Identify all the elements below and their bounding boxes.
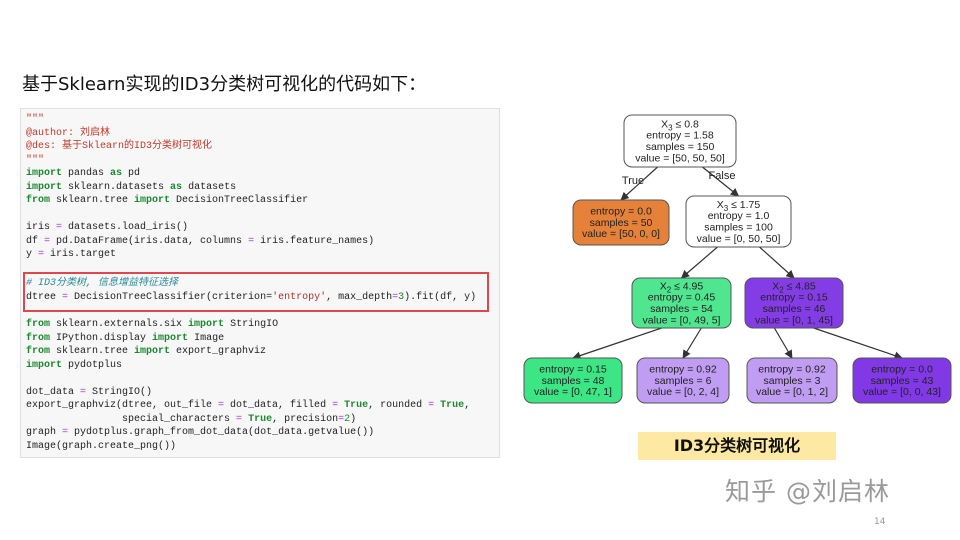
node-stat: samples = 48 xyxy=(542,375,605,387)
tree-edge xyxy=(813,327,903,360)
node-stat: value = [0, 1, 45] xyxy=(755,314,833,326)
watermark: 知乎 @刘启林 xyxy=(725,477,890,506)
code-line: @des: 基于Sklearn的ID3分类树可视化 xyxy=(26,141,213,152)
code-line: from sklearn.tree import export_graphviz xyxy=(26,346,267,357)
code-line: Image(graph.create_png()) xyxy=(26,440,177,452)
node-stat: entropy = 0.45 xyxy=(648,292,716,304)
code-line: df = pd.DataFrame(iris.data, columns = i… xyxy=(26,235,375,247)
tree-edge xyxy=(702,166,740,197)
node-stat: entropy = 1.58 xyxy=(646,130,714,142)
code-line: dtree = DecisionTreeClassifier(criterion… xyxy=(26,291,477,303)
code-block-highlighted: # ID3分类树, 信息增益特征选择 dtree = DecisionTreeCl… xyxy=(26,277,476,304)
code-cell: """ @author: 刘启林 @des: 基于Sklearn的ID3分类树可视化… xyxy=(20,108,500,458)
code-line: dot_data = StringIO() xyxy=(26,386,153,398)
node-stat: value = [0, 0, 43] xyxy=(863,386,941,398)
edge-label-true: True xyxy=(622,175,644,187)
tree-edge xyxy=(759,246,795,279)
code-line: import pandas as pd xyxy=(26,168,141,179)
code-line: """ xyxy=(26,154,45,166)
node-stat: value = [0, 47, 1] xyxy=(534,386,612,398)
code-line: special_characters = True, precision=2) xyxy=(26,413,357,425)
code-line: from IPython.display import Image xyxy=(26,332,225,344)
code-line: export_graphviz(dtree, out_file = dot_da… xyxy=(26,400,471,411)
code-line: from sklearn.tree import DecisionTreeCla… xyxy=(26,195,309,206)
node-stat: value = [50, 50, 50] xyxy=(635,152,725,164)
edge-label-false: False xyxy=(709,170,736,182)
node-stat: value = [0, 50, 50] xyxy=(697,233,781,245)
node-stat: samples = 3 xyxy=(764,375,821,387)
node-stat: value = [0, 2, 4] xyxy=(647,386,719,398)
node-stat: samples = 6 xyxy=(655,375,712,387)
code-line: iris = datasets.load_iris() xyxy=(26,222,189,233)
node-stat: value = [50, 0, 0] xyxy=(582,228,660,240)
node-box xyxy=(685,195,792,248)
slide-title: 基于Sklearn实现的ID3分类树可视化的代码如下： xyxy=(22,74,427,95)
tree-edge xyxy=(572,327,662,360)
node-split: X2 ≤ 4.85 xyxy=(772,280,816,294)
code-line: """ xyxy=(26,114,45,125)
node-stat: entropy = 0.92 xyxy=(649,364,717,376)
code-line: y = iris.target xyxy=(26,249,117,260)
node-stat: samples = 100 xyxy=(704,222,773,234)
node-box xyxy=(636,357,730,404)
code-line: graph = pydotplus.graph_from_dot_data(do… xyxy=(26,427,375,438)
node-box xyxy=(523,357,623,404)
highlight-box xyxy=(23,272,489,312)
node-stat: samples = 46 xyxy=(763,303,826,315)
node-box xyxy=(623,114,737,168)
code-line: # ID3分类树, 信息增益特征选择 xyxy=(26,278,179,289)
code-line: import sklearn.datasets as datasets xyxy=(26,181,237,193)
code-line: from sklearn.externals.six import String… xyxy=(26,319,279,330)
node-stat: samples = 54 xyxy=(650,303,713,315)
tree-edge xyxy=(682,327,702,359)
tree-edge xyxy=(620,166,659,201)
node-stat: entropy = 0.0 xyxy=(590,206,652,218)
node-stat: samples = 50 xyxy=(590,217,653,229)
diagram-caption: ID3分类树可视化 xyxy=(638,432,836,460)
node-box xyxy=(852,357,952,404)
node-split: X2 ≤ 4.95 xyxy=(660,280,704,294)
node-box xyxy=(746,357,838,404)
tree-edge xyxy=(773,327,793,359)
node-stat: entropy = 0.0 xyxy=(871,364,933,376)
node-stat: value = [0, 49, 5] xyxy=(643,314,721,326)
node-stat: entropy = 0.15 xyxy=(539,364,607,376)
tree-edge xyxy=(680,246,718,279)
node-stat: samples = 43 xyxy=(871,375,934,387)
page-number: 14 xyxy=(874,517,886,527)
node-box xyxy=(744,277,844,329)
code-line: @author: 刘启林 xyxy=(26,127,111,139)
code-block-imports: """ @author: 刘启林 @des: 基于Sklearn的ID3分类树可视化… xyxy=(26,113,374,262)
code-block-export: from sklearn.externals.six import String… xyxy=(26,318,470,453)
node-stat: entropy = 0.92 xyxy=(758,364,826,376)
node-stat: samples = 150 xyxy=(646,141,715,153)
node-split: X3 ≤ 1.75 xyxy=(717,199,761,213)
code-line: import pydotplus xyxy=(26,359,123,371)
node-box xyxy=(631,277,732,329)
node-box xyxy=(572,199,670,246)
node-stat: entropy = 0.15 xyxy=(760,292,828,304)
node-stat: entropy = 1.0 xyxy=(708,210,770,222)
node-stat: value = [0, 1, 2] xyxy=(756,386,828,398)
